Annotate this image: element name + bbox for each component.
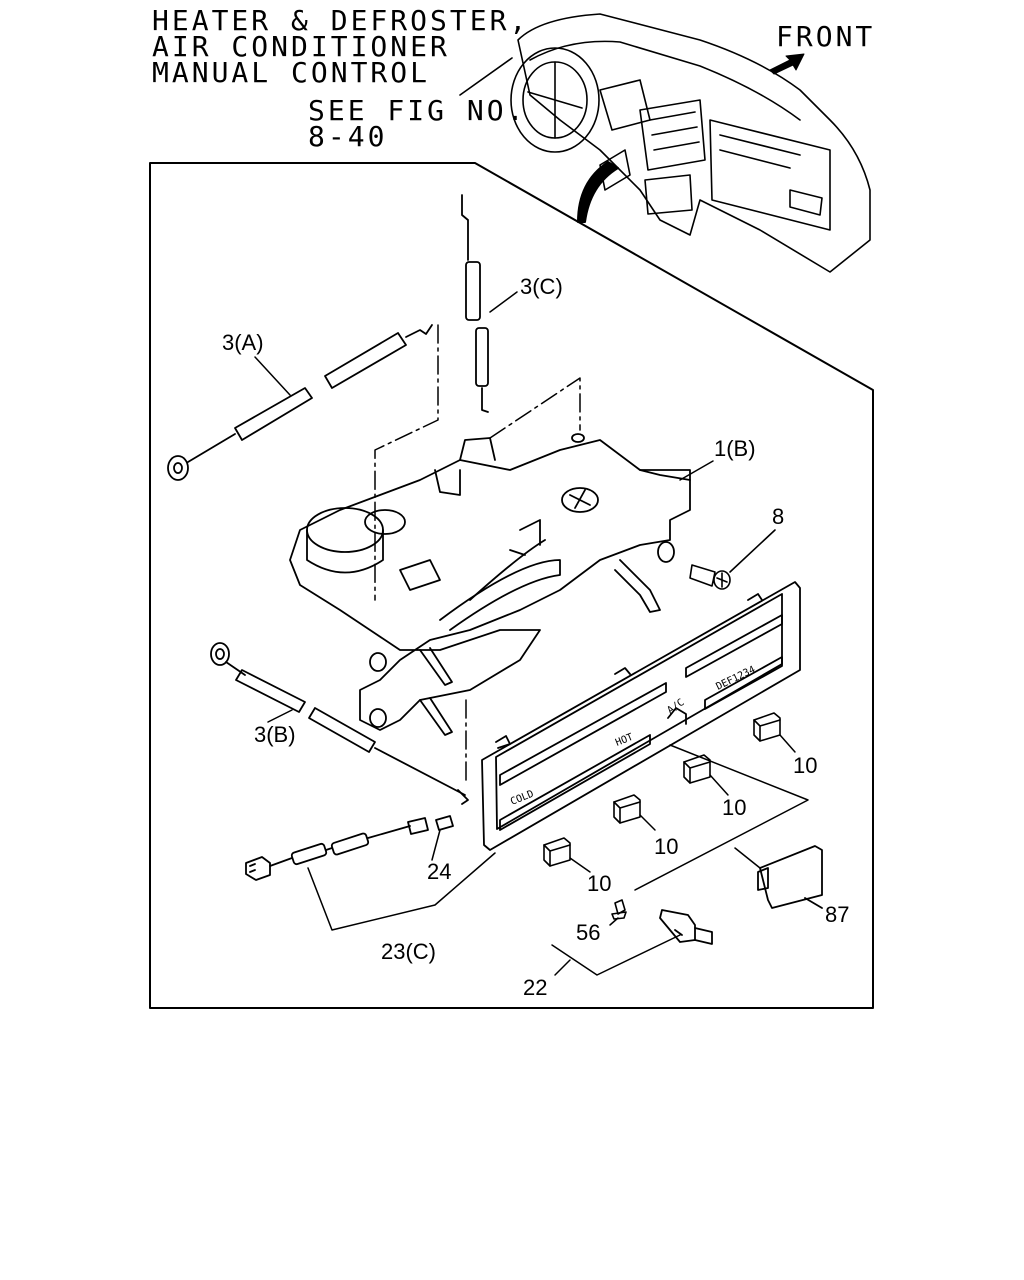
callout-10-b: 10 <box>722 795 747 820</box>
front-panel <box>481 581 801 851</box>
callout-1b: 1(B) <box>714 436 756 461</box>
cable-3b <box>210 642 469 805</box>
callout-3b: 3(B) <box>254 722 296 747</box>
callout-24: 24 <box>427 859 452 884</box>
see-fig-line-2: 8-40 <box>308 120 388 153</box>
part-24-leader <box>431 829 441 861</box>
dashboard-illustration <box>510 13 871 273</box>
panel-text-ac: A/C <box>665 697 686 716</box>
cable-3c <box>461 194 489 413</box>
button-10-d <box>543 837 571 867</box>
callout-22: 22 <box>523 975 548 1000</box>
callout-8: 8 <box>772 504 785 529</box>
switch-22 <box>659 909 713 945</box>
diagram-frame <box>149 162 874 1009</box>
button-10-a <box>753 712 781 742</box>
callout-3a: 3(A) <box>222 330 264 355</box>
callout-10-d: 10 <box>587 871 612 896</box>
blank-cover-87 <box>757 845 823 909</box>
callout-23c: 23(C) <box>381 939 437 964</box>
callout-10-c: 10 <box>654 834 679 859</box>
screw-8 <box>689 529 776 590</box>
callout-87: 87 <box>825 902 850 927</box>
cable-3a <box>167 324 433 481</box>
title-line-2: AIR CONDITIONER <box>152 30 450 63</box>
title-line-1: HEATER & DEFROSTER, <box>152 4 530 37</box>
callout-3c: 3(C) <box>520 274 563 299</box>
control-assembly <box>289 433 691 736</box>
panel-text-cold: COLD <box>509 789 535 808</box>
see-fig-line-1: SEE FIG NO. <box>308 94 527 127</box>
pointer-arrow <box>577 161 619 223</box>
bulb-56 <box>611 899 627 920</box>
front-label: FRONT <box>776 20 876 53</box>
callout-56: 56 <box>576 920 601 945</box>
button-10-b <box>683 754 711 784</box>
guide-lines <box>374 324 581 781</box>
callout-10-a: 10 <box>793 753 818 778</box>
title-line-3: MANUAL CONTROL <box>152 56 431 89</box>
button-10-c <box>613 794 641 824</box>
front-arrow <box>769 53 805 75</box>
panel-text-def: DEF1234 <box>714 664 757 692</box>
harness-23c <box>245 815 454 881</box>
